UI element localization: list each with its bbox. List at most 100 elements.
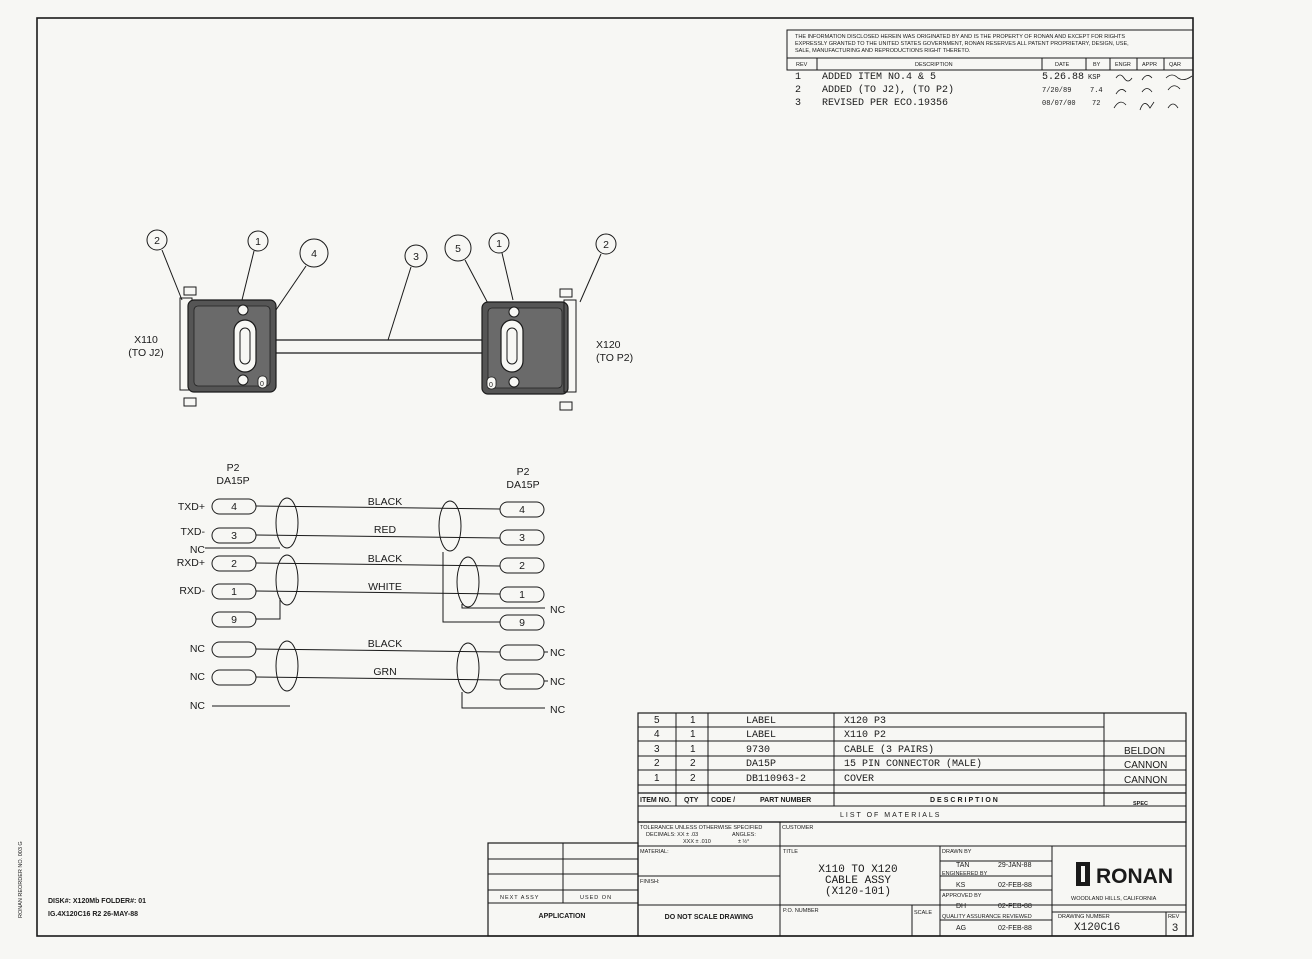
rev-row-1-by: KSP (1088, 74, 1101, 82)
svg-text:4: 4 (519, 504, 525, 516)
twisted-pair-ellipse-r2 (456, 556, 480, 608)
drawn-date: 29-JAN-88 (998, 862, 1032, 869)
wiring-schematic: P2 DA15P P2 DA15P TXD+ TXD- NC RXD+ RXD-… (177, 462, 566, 716)
left-header-2: DA15P (216, 475, 249, 487)
tolerance-line-2: DECIMALS: XX ± .03 (646, 832, 698, 838)
bom-header-qty: QTY (684, 797, 699, 804)
notice-line-2: EXPRESSLY GRANTED TO THE UNITED STATES G… (795, 41, 1129, 47)
approved-by-value: DH (956, 903, 966, 910)
left-pin-1: 1 (211, 583, 257, 600)
rev-row-1-rev: 1 (795, 72, 801, 83)
left-connector-name: X110 (134, 334, 158, 346)
bom-row-2-code: DA15P (746, 759, 776, 770)
svg-text:1: 1 (496, 238, 502, 250)
twisted-pair-ellipse-l3 (275, 640, 299, 692)
svg-text:2: 2 (154, 235, 160, 247)
signature-initials-row-1 (1115, 74, 1193, 82)
scale-label: SCALE (914, 910, 932, 916)
bom-header-part: PART NUMBER (760, 797, 811, 804)
shield-lead-right-pair-1 (442, 552, 500, 623)
right-pin-empty-1 (499, 644, 545, 661)
right-header-2: DA15P (506, 479, 539, 491)
balloon-item-1-right: 1 (488, 232, 514, 301)
bom-row-2-desc: 15 PIN CONNECTOR (MALE) (844, 758, 982, 770)
svg-text:9: 9 (519, 617, 525, 629)
signal-rxd-plus: RXD+ (177, 557, 205, 569)
reorder-note: RONAN REORDER NO. 003 G (18, 841, 24, 918)
twisted-pair-ellipse-r3 (456, 642, 480, 694)
svg-text:3: 3 (231, 530, 237, 542)
balloon-item-1-left: 1 (241, 230, 269, 301)
bom-row-5-desc: X120 P3 (844, 716, 886, 727)
svg-text:5: 5 (455, 243, 461, 255)
rev-row-3-rev: 3 (795, 98, 801, 109)
svg-text:1: 1 (255, 236, 261, 248)
engr-header: ENGR (1115, 62, 1131, 68)
title-label: TITLE (783, 849, 798, 855)
signal-rxd-minus: RXD- (179, 585, 205, 597)
date-header: DATE (1055, 62, 1070, 68)
shield-lead-right-pair-2 (461, 604, 545, 609)
left-pin-9: 9 (211, 611, 257, 628)
rev-value: 3 (1172, 922, 1178, 934)
wire-label-black-3: BLACK (368, 638, 402, 650)
left-connector-mark: 0 (260, 381, 264, 388)
left-pin-empty-1 (211, 641, 257, 658)
right-connector-drawing: 0 (481, 288, 577, 411)
right-nc-4: NC (550, 704, 566, 716)
company-name: RONAN (1096, 865, 1173, 888)
assembly-view: 2 1 4 3 5 1 2 (128, 229, 633, 411)
svg-text:3: 3 (413, 251, 419, 263)
left-header-1: P2 (227, 462, 240, 474)
bom-row-4-item: 4 (654, 729, 660, 740)
right-pin-1: 1 (499, 586, 545, 603)
rev-row-3-date: 08/07/00 (1042, 100, 1076, 108)
left-screw-bottom (183, 397, 197, 407)
right-screw-bottom (559, 401, 573, 411)
bom-row-2-spec: CANNON (1124, 760, 1167, 771)
rev-row-3-desc: REVISED PER ECO.19356 (822, 98, 948, 109)
bom-header-desc: DESCRIPTION (930, 797, 1000, 804)
wire-black-1 (255, 505, 501, 510)
bom-header-code: CODE / (711, 797, 735, 804)
used-on-label: USED ON (580, 895, 612, 901)
right-screw-top (559, 288, 573, 298)
title-line-1: X110 TO X120 (818, 864, 897, 876)
bom-row-5-code: LABEL (746, 716, 776, 727)
svg-text:1: 1 (519, 589, 525, 601)
wire-label-red: RED (374, 524, 397, 536)
svg-text:2: 2 (603, 239, 609, 251)
shield-lead-pair-2 (256, 598, 281, 620)
disk-folder-note: DISK#: X120Mb FOLDER#: 01 (48, 898, 146, 905)
rev-label: REV (1168, 914, 1180, 920)
engineered-date: 02-FEB-88 (998, 882, 1032, 889)
bom-row-3-spec: BELDON (1124, 746, 1165, 757)
customer-label: CUSTOMER (782, 825, 813, 831)
wire-label-black-2: BLACK (368, 553, 402, 565)
bom-row-3-code: 9730 (746, 745, 770, 756)
balloon-item-2-right: 2 (579, 233, 617, 303)
right-nc-2: NC (550, 647, 566, 659)
approved-by-label: APPROVED BY (942, 893, 982, 899)
angles-value: ± ½° (738, 838, 749, 845)
svg-text:1: 1 (231, 586, 237, 598)
by-header: BY (1093, 62, 1101, 68)
balloon-item-3: 3 (387, 244, 428, 341)
bom-row-3-qty: 1 (690, 744, 696, 755)
bom-row-1-qty: 2 (690, 773, 696, 784)
signal-txd-plus: TXD+ (178, 501, 205, 513)
bom-title: LIST OF MATERIALS (840, 812, 941, 819)
next-assy-label: NEXT ASSY (500, 895, 539, 901)
engineered-by-value: KS (956, 882, 966, 889)
qar-header: QAR (1169, 62, 1181, 68)
signal-nc-2: NC (190, 643, 206, 655)
left-pin-2: 2 (211, 555, 257, 572)
signal-nc-1: NC (190, 544, 206, 556)
wire-label-black-1: BLACK (368, 496, 402, 508)
bom-row-1-desc: COVER (844, 774, 874, 785)
drawn-by-label: DRAWN BY (942, 849, 972, 855)
drawing-number-label: DRAWING NUMBER (1058, 914, 1110, 920)
left-screw-top (183, 286, 197, 296)
right-header-1: P2 (517, 466, 530, 478)
